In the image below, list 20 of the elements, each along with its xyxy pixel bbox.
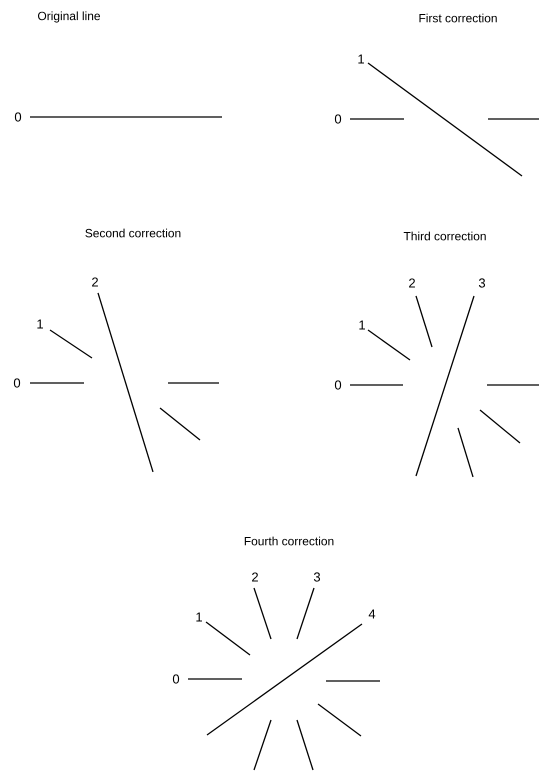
line-number: 1 <box>358 54 364 64</box>
line-number: 3 <box>478 278 486 288</box>
line-number: 0 <box>334 380 342 390</box>
line-number: 4 <box>368 610 376 618</box>
line-number: 1 <box>37 320 43 328</box>
line-number: 2 <box>252 572 258 582</box>
panel-title: Original line <box>38 11 100 23</box>
panel-title: First correction <box>419 14 497 22</box>
panel-title: Second correction <box>85 228 180 238</box>
line-number: 2 <box>409 278 415 288</box>
panel-title: Third correction <box>404 232 486 240</box>
line-number: 0 <box>334 114 342 124</box>
line-number: 0 <box>14 112 22 122</box>
line-number: 1 <box>196 612 202 622</box>
line-number: 2 <box>92 277 98 287</box>
panel-title: Fourth correction <box>244 536 334 546</box>
line-number: 1 <box>359 320 365 330</box>
line-number: 0 <box>14 378 20 388</box>
line-number: 0 <box>172 674 180 684</box>
line-number: 3 <box>314 572 320 582</box>
